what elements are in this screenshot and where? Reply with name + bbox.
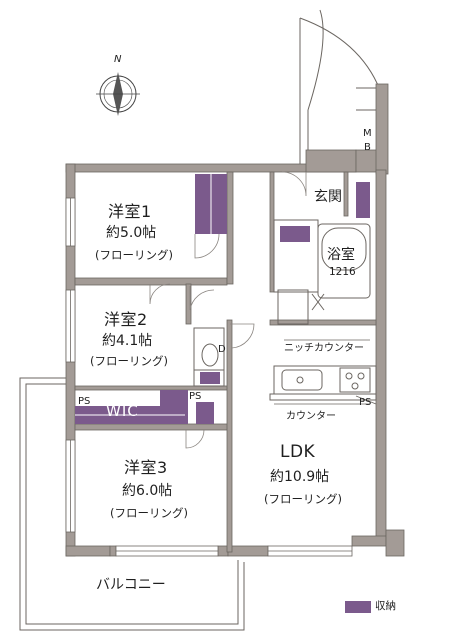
counter-label: カウンター [286,411,336,422]
room-western2-floor: (フローリング) [90,354,168,368]
balcony-outline [19,377,245,631]
room-western3-name: 洋室3 [124,458,168,477]
niche-counter-label: ニッチカウンター [284,343,364,354]
door-d-label: D [218,344,226,355]
room-bath-name: 浴室 [327,247,355,263]
room-western2-name: 洋室2 [104,310,148,329]
bathtub [273,219,371,325]
room-western3-area: 約6.0帖 [122,483,173,499]
room-western1-floor: (フローリング) [95,248,173,262]
room-ldk-name: LDK [280,442,316,462]
room-bath-size: 1216 [329,266,356,278]
ps-left-label: PS [78,396,91,407]
corridor-outline [299,9,385,170]
windows [65,197,353,557]
mb-label-m: M [363,128,372,139]
room-ldk-area: 約10.9帖 [270,469,330,485]
mb-label-b: B [364,142,371,153]
doors [149,171,307,449]
kitchen [269,365,377,401]
compass-label: N [114,54,122,65]
counter-leaders [274,339,377,405]
ps-mid-label: PS [189,391,202,402]
toilet [193,327,225,387]
closet-lines [75,174,212,416]
room-western2-area: 約4.1帖 [102,333,153,349]
room-entrance-name: 玄関 [314,189,342,205]
compass-rose [96,72,140,116]
legend-storage-label: 収納 [375,600,396,612]
room-western1-area: 約5.0帖 [106,225,157,241]
room-balcony-name: バルコニー [96,577,166,593]
wic-label: WIC [106,402,139,420]
room-western1-name: 洋室1 [108,202,152,221]
ps-right-label: PS [359,397,372,408]
room-western3-floor: (フローリング) [110,506,188,520]
room-ldk-floor: (フローリング) [264,492,342,506]
